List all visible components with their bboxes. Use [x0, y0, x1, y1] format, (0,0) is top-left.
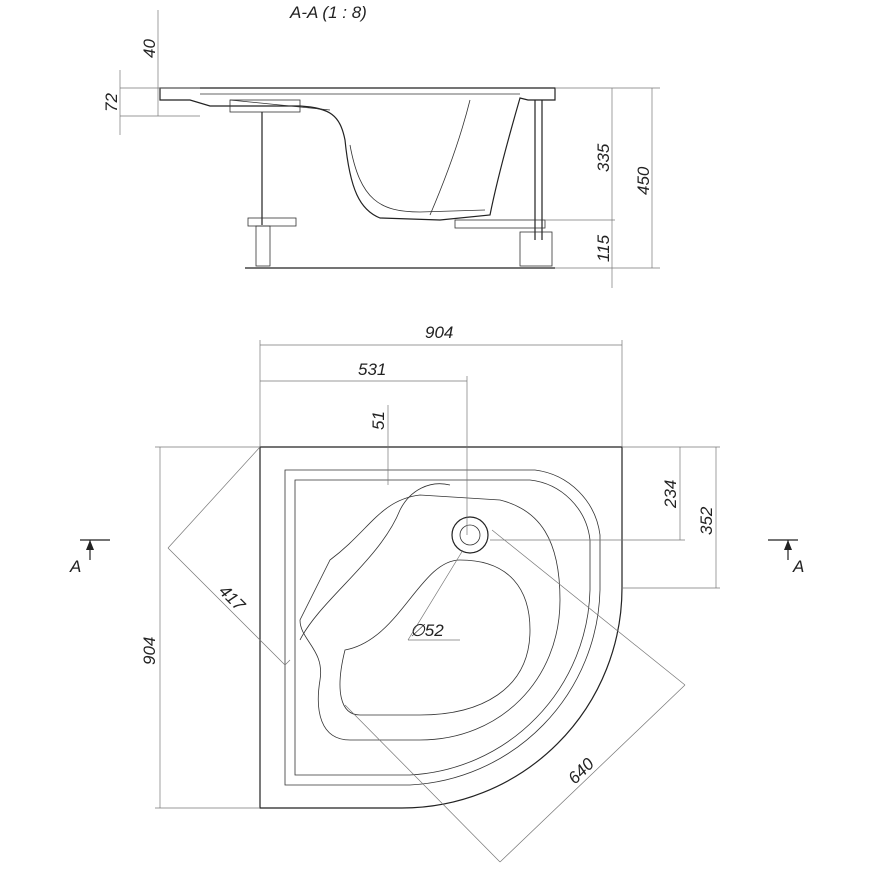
- section-mark-right: A: [792, 557, 804, 576]
- dim-depth: 335: [594, 143, 613, 172]
- dim-leg: 115: [594, 234, 613, 262]
- dim-offset: 51: [369, 411, 388, 430]
- dim-arc-start: 352: [697, 506, 716, 535]
- dim-width: 904: [425, 323, 453, 342]
- section-view: 40 72 335 450 115: [102, 10, 660, 288]
- section-title: A-A (1 : 8): [289, 3, 367, 22]
- dim-height: 904: [140, 637, 159, 665]
- section-mark-left: A: [69, 557, 81, 576]
- dim-rim-total: 72: [102, 93, 121, 112]
- plan-view: 904 531 51 234 352 904 417 ∅52 640: [69, 323, 804, 863]
- dim-corner: 417: [215, 581, 249, 615]
- drain: [451, 516, 489, 554]
- dim-rim: 40: [140, 39, 159, 58]
- dim-radius: 640: [564, 754, 598, 788]
- dim-total-height: 450: [634, 166, 653, 195]
- dim-diameter: ∅52: [410, 621, 444, 640]
- dim-drain-x: 531: [358, 360, 386, 379]
- dim-drain-y: 234: [661, 480, 680, 509]
